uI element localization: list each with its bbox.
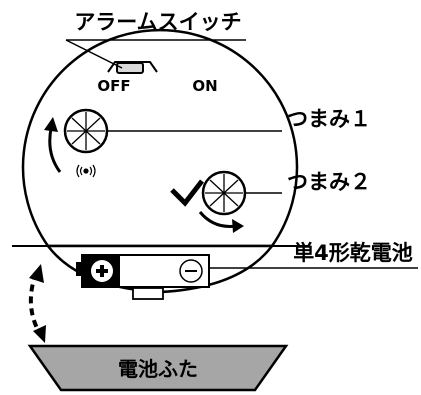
knob-1-arrowhead bbox=[44, 117, 58, 132]
switch-on-label: ON bbox=[192, 77, 217, 95]
alarm-switch[interactable] bbox=[107, 61, 158, 74]
knob-2-label: つまみ２ bbox=[287, 170, 371, 194]
clock-body bbox=[12, 28, 308, 294]
alarm-sound-icon bbox=[76, 164, 96, 178]
knob-1[interactable] bbox=[63, 108, 109, 154]
knob-2-arrowhead bbox=[232, 219, 244, 233]
minus-terminal-icon bbox=[179, 259, 203, 283]
knob-2[interactable] bbox=[201, 170, 247, 216]
alarm-switch-slider[interactable] bbox=[116, 62, 144, 74]
alarm-switch-label: アラームスイッチ bbox=[74, 10, 241, 34]
alarm-switch-leader-line bbox=[65, 39, 123, 69]
battery-cover[interactable]: 電池ふた bbox=[27, 344, 289, 392]
plus-terminal-icon bbox=[91, 260, 113, 282]
aaa-battery bbox=[76, 254, 210, 300]
double-headed-arrow bbox=[28, 264, 46, 343]
knob-1-label: つまみ１ bbox=[287, 107, 371, 131]
battery-latch bbox=[132, 287, 164, 300]
battery-label: 単4形乾電池 bbox=[293, 241, 413, 265]
knob-2-rotation-arrow bbox=[198, 211, 237, 228]
switch-off-label: OFF bbox=[97, 77, 130, 95]
battery-cover-label: 電池ふた bbox=[118, 357, 198, 381]
check-mark-icon bbox=[170, 179, 204, 207]
battery-tip bbox=[76, 262, 83, 276]
